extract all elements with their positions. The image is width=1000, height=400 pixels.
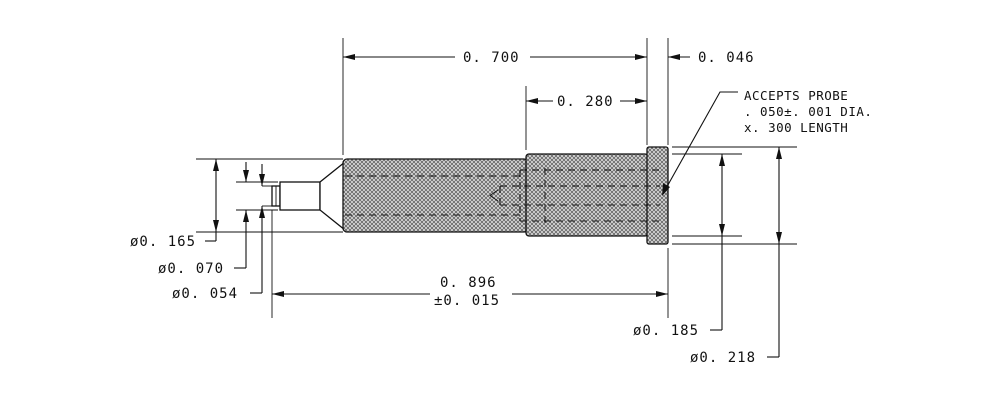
dim-896-tol-label: ±0. 015: [434, 293, 500, 309]
dim-046-label: 0. 046: [698, 50, 755, 66]
dim-dia-tip-pin: ø0. 054: [172, 164, 272, 302]
dim-barrel-length: 0. 280: [526, 94, 647, 110]
dia-054-label: ø0. 054: [172, 286, 238, 302]
note-line-3: x. 300 LENGTH: [744, 120, 848, 135]
note-line-1: ACCEPTS PROBE: [744, 88, 848, 103]
dim-dia-tip-ring: ø0. 070: [158, 162, 249, 277]
main-body: [342, 158, 529, 233]
dia-218-label: ø0. 218: [690, 350, 756, 366]
tip-cone: [319, 160, 346, 232]
dim-overall-body-length: 0. 700: [343, 50, 647, 66]
tip-ring: [279, 181, 321, 211]
dim-dia-tip-body: ø0. 165: [130, 159, 219, 250]
dim-overall-length: 0. 896 ±0. 015: [271, 210, 669, 318]
probe-note: ACCEPTS PROBE . 050±. 001 DIA. x. 300 LE…: [662, 88, 872, 196]
note-line-2: . 050±. 001 DIA.: [744, 104, 872, 119]
dim-flange-thickness: 0. 046: [625, 50, 755, 66]
dia-185-label: ø0. 185: [633, 323, 699, 339]
dim-dia-barrel: ø0. 185: [633, 154, 725, 339]
dia-070-label: ø0. 070: [158, 261, 224, 277]
dia-165-label: ø0. 165: [130, 234, 196, 250]
dim-896-label: 0. 896: [440, 275, 497, 291]
barrel: [525, 153, 649, 237]
dim-280-label: 0. 280: [557, 94, 614, 110]
dim-dia-flange: ø0. 218: [690, 147, 782, 366]
part-body: [271, 146, 669, 245]
dim-700-label: 0. 700: [463, 50, 520, 66]
flange: [646, 146, 669, 245]
